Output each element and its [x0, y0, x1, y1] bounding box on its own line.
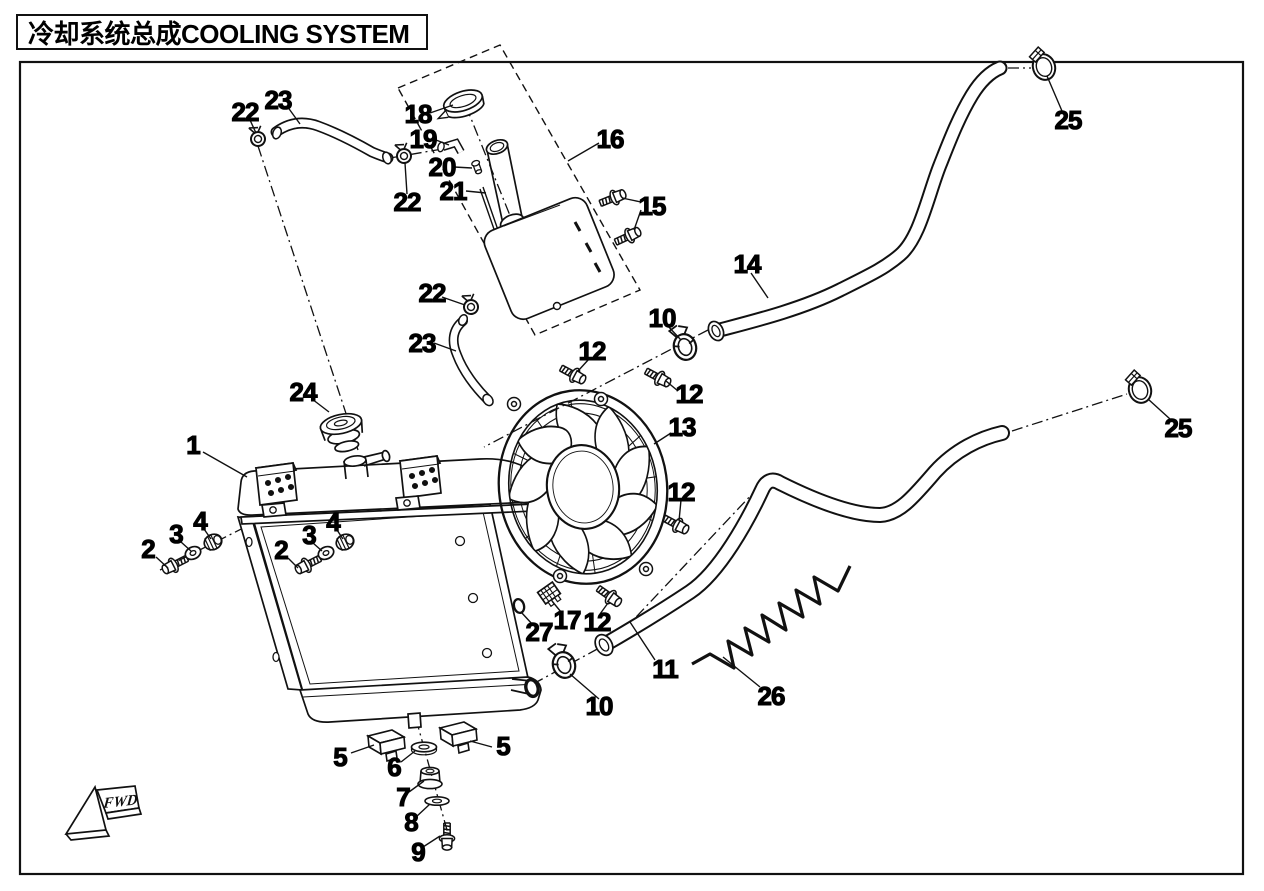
bolt-9: [438, 822, 456, 851]
lower-radiator-hose-11: [594, 425, 1010, 657]
callout-15: 15: [638, 191, 667, 221]
callout-9: 9: [411, 837, 427, 867]
callout-3: 3: [169, 519, 185, 549]
hose-spring-26: [691, 565, 852, 670]
callout-14: 14: [733, 249, 762, 279]
centerline-hose14: [483, 329, 709, 448]
callout-23: 23: [264, 85, 293, 115]
callout-21: 21: [439, 176, 468, 206]
bolt-12-c: [659, 510, 693, 539]
callout-19: 19: [409, 124, 438, 154]
callout-20: 20: [428, 152, 457, 182]
callout-5: 5: [333, 742, 349, 772]
callout-25: 25: [1164, 413, 1193, 443]
coolant-reservoir: [436, 89, 645, 321]
leader-lines: [155, 75, 1171, 848]
page-title: 冷却系统总成COOLING SYSTEM: [28, 18, 410, 49]
fwd-arrow: FWD: [64, 784, 143, 841]
fan-connector-17: [536, 580, 562, 608]
callout-4: 4: [193, 506, 209, 536]
worm-clamp-25-a: [1026, 42, 1060, 84]
fan-hub: [545, 444, 621, 530]
bolt-12-b: [641, 363, 675, 392]
callout-23: 23: [408, 328, 437, 358]
bolt-12-d: [592, 581, 626, 611]
callout-13: 13: [668, 412, 697, 442]
callout-22: 22: [393, 187, 422, 217]
upper-radiator-hose-14: [707, 60, 1008, 342]
washer-6: [410, 741, 438, 756]
callout-27: 27: [525, 617, 554, 647]
callout-11: 11: [652, 654, 680, 684]
washer-8: [424, 795, 450, 806]
radiator-bracket-right: [395, 455, 442, 511]
callout-7: 7: [396, 782, 412, 812]
small-fitting-20: [471, 159, 483, 175]
cooling-fan: [497, 389, 669, 615]
callout-16: 16: [596, 124, 625, 154]
page-border: [18, 60, 1245, 876]
callout-12: 12: [675, 379, 704, 409]
hose-clamp-22-a: [246, 123, 268, 149]
radiator-cap: [319, 412, 364, 453]
callout-12: 12: [578, 336, 607, 366]
reservoir-cap-18: [436, 89, 485, 120]
fan-shroud-outer: [497, 389, 669, 585]
bolt-15-lower: [611, 222, 645, 250]
callout-12: 12: [667, 477, 696, 507]
callout-4: 4: [326, 507, 342, 537]
callout-12: 12: [583, 607, 612, 637]
radiator-mounts: [365, 721, 479, 851]
callout-8: 8: [404, 807, 420, 837]
callout-25: 25: [1054, 105, 1083, 135]
callout-24: 24: [289, 377, 318, 407]
callout-3: 3: [302, 520, 318, 550]
fwd-label: FWD: [102, 791, 139, 812]
rubber-pad-right: [437, 721, 479, 755]
radiator-bracket-left: [254, 462, 298, 518]
grommet-7: [417, 766, 443, 790]
callout-26: 26: [757, 681, 786, 711]
callout-10: 10: [648, 303, 677, 333]
callout-1: 1: [186, 430, 202, 460]
fan-mount-lugs: [506, 391, 654, 584]
callout-6: 6: [387, 752, 403, 782]
callout-2: 2: [274, 535, 290, 565]
rubber-pad-left: [365, 729, 407, 763]
callout-22: 22: [231, 97, 260, 127]
reservoir-tank: [483, 196, 615, 321]
callout-5: 5: [496, 731, 512, 761]
overflow-hoses: [246, 117, 494, 407]
callout-22: 22: [418, 278, 447, 308]
title-box: 冷却系统总成COOLING SYSTEM: [16, 14, 428, 50]
callout-2: 2: [141, 534, 157, 564]
radiator: [236, 449, 544, 729]
callout-10: 10: [585, 691, 614, 721]
callout-17: 17: [553, 605, 582, 635]
callout-18: 18: [404, 99, 433, 129]
